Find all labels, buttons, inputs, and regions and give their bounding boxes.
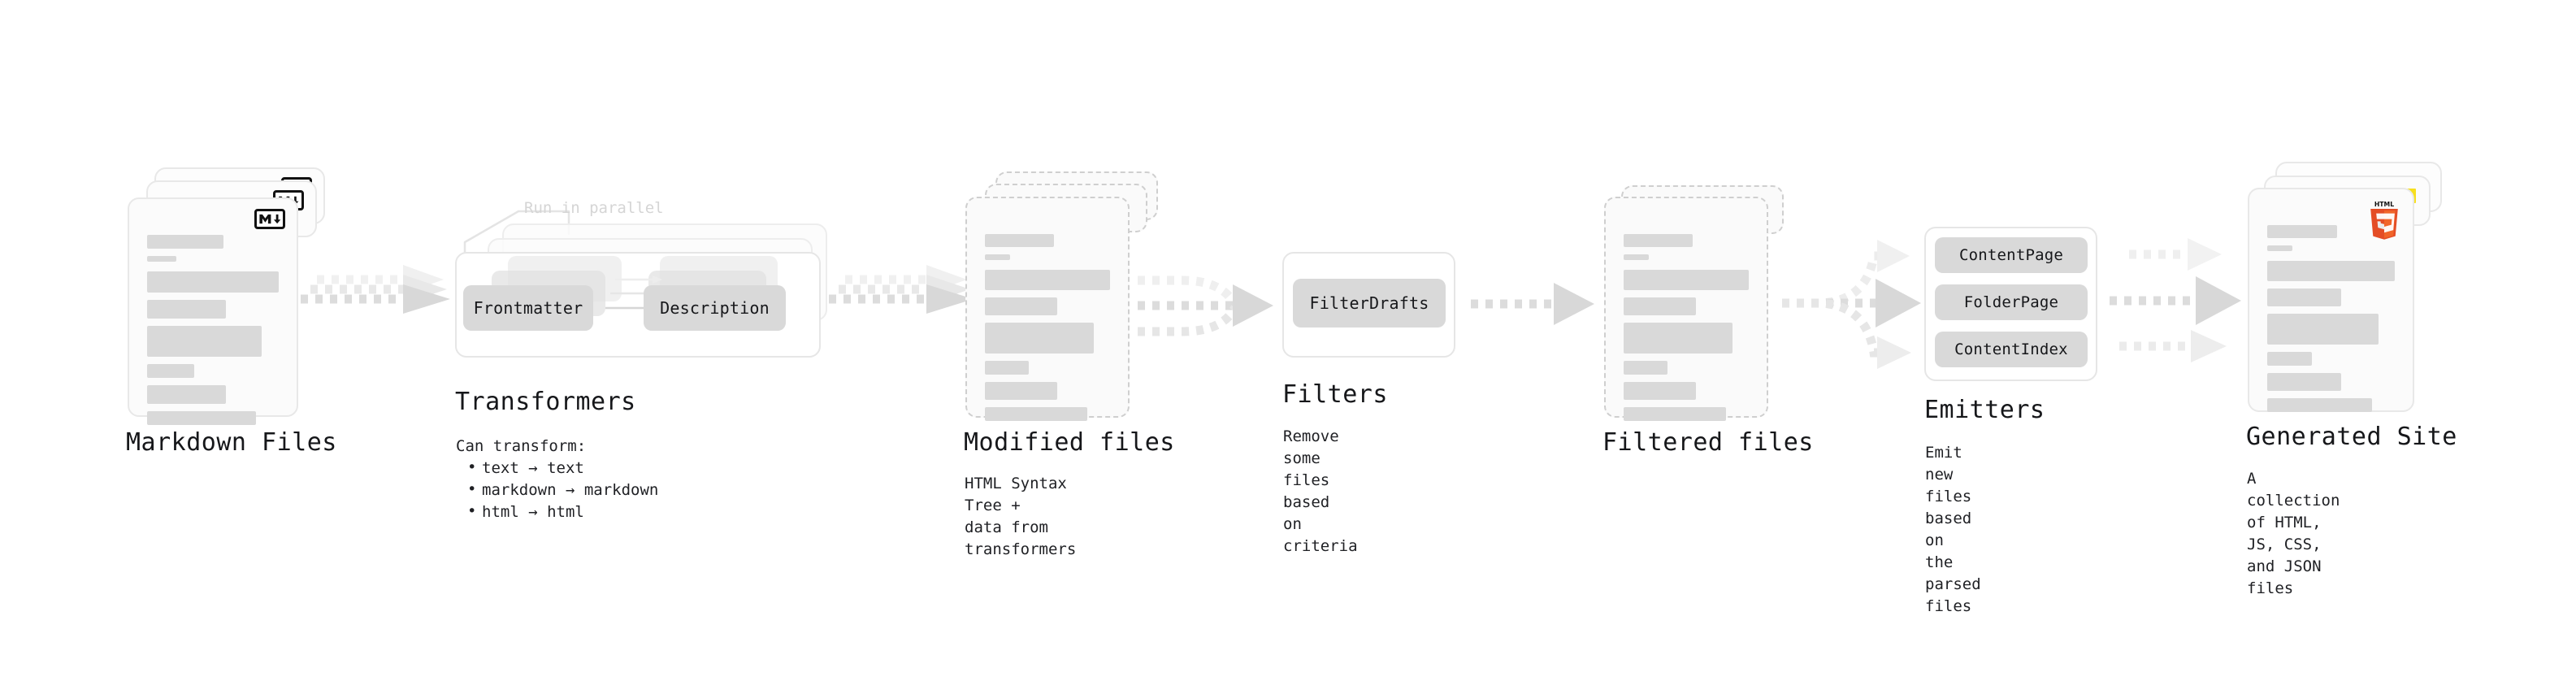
filter-chip-filterdrafts[interactable]: FilterDrafts (1293, 279, 1446, 327)
skeleton-bar (1624, 270, 1749, 290)
skeleton-bar (147, 326, 262, 357)
skeleton-bars (985, 234, 1110, 428)
stage-desc-modified-files: HTML Syntax Tree + data from transformer… (965, 475, 1077, 558)
filtered-card-front (1604, 197, 1768, 421)
skeleton-bars (2267, 225, 2395, 419)
skeleton-bar (985, 361, 1029, 375)
skeleton-bar (2267, 314, 2379, 345)
skeleton-bar (147, 271, 279, 293)
skeleton-bar (2267, 398, 2372, 412)
transform-list-item: html → html (467, 501, 658, 523)
skeleton-bar (147, 364, 195, 378)
arrow-emitters-to-generated (2110, 238, 2241, 362)
markdown-card-front (128, 197, 298, 425)
stage-title-filters: Filters (1282, 380, 1388, 409)
skeleton-bar (985, 407, 1088, 421)
skeleton-bars (147, 235, 279, 432)
skeleton-bar (1624, 361, 1667, 375)
skeleton-bar (985, 270, 1110, 290)
skeleton-bar (985, 234, 1054, 247)
skeleton-bar (147, 411, 257, 425)
skeleton-bar (2267, 225, 2338, 238)
skeleton-bar (985, 382, 1058, 400)
filter-chip-label: FilterDrafts (1309, 293, 1429, 313)
transform-list-item: text → text (467, 457, 658, 479)
transformers-capability-list: Can transform: text → text markdown → ma… (456, 436, 658, 523)
stage-title-transformers: Transformers (455, 388, 636, 416)
arrow-filters-to-filtered (1471, 283, 1594, 325)
skeleton-bar (1624, 382, 1697, 400)
skeleton-bar (2267, 261, 2395, 281)
skeleton-bar (1624, 323, 1733, 354)
skeleton-bar (2267, 373, 2342, 391)
emitter-chip-label: ContentPage (1958, 246, 2064, 264)
skeleton-bar (985, 254, 1010, 260)
transform-list-item: markdown → markdown (467, 479, 658, 501)
transformer-chip-label: Frontmatter (473, 298, 583, 318)
arrow-transformers-to-modified (829, 265, 974, 314)
run-in-parallel-bracket (463, 210, 570, 265)
skeleton-bar (147, 256, 176, 262)
html5-badge-icon: HTML (2367, 201, 2401, 240)
skeleton-bar (2267, 352, 2312, 366)
arrow-markdown-to-transformers (301, 265, 450, 314)
skeleton-bar (147, 300, 227, 319)
transform-list: text → text markdown → markdown html → h… (456, 457, 658, 523)
stage-desc-emitters: Emit new files based on the parsed files (1925, 444, 1981, 615)
skeleton-bars (1624, 234, 1749, 428)
stage-desc-generated-site: A collection of HTML, JS, CSS, and JSON … (2247, 470, 2340, 597)
svg-text:HTML: HTML (2374, 201, 2394, 208)
emitter-chip-contentindex[interactable]: ContentIndex (1935, 332, 2088, 367)
generated-card-front-html: HTML (2248, 188, 2414, 412)
skeleton-bar (147, 235, 223, 249)
stage-title-modified-files: Modified files (964, 428, 1175, 457)
stage-title-generated-site: Generated Site (2246, 423, 2457, 451)
skeleton-bar (985, 323, 1094, 354)
stage-desc-filters: Remove some files based on criteria (1283, 427, 1358, 555)
emitter-chip-label: ContentIndex (1954, 340, 2068, 358)
markdown-badge-icon (254, 209, 285, 229)
skeleton-bar (985, 297, 1058, 315)
emitter-chip-folderpage[interactable]: FolderPage (1935, 284, 2088, 320)
skeleton-bar (1624, 234, 1693, 247)
run-in-parallel-label: Run in parallel (524, 199, 664, 217)
skeleton-bar (1624, 407, 1727, 421)
skeleton-bar (2267, 288, 2342, 306)
transformer-chip-label: Description (660, 298, 770, 318)
stage-title-filtered-files: Filtered files (1602, 428, 1814, 457)
stage-title-markdown-files: Markdown Files (126, 428, 337, 457)
transform-list-head: Can transform: (456, 437, 587, 455)
emitter-chip-label: FolderPage (1963, 293, 2059, 311)
skeleton-bar (1624, 254, 1649, 260)
transformer-chip-frontmatter[interactable]: Frontmatter (463, 285, 593, 331)
emitter-chip-contentpage[interactable]: ContentPage (1935, 237, 2088, 273)
transformer-chip-description[interactable]: Description (644, 285, 786, 331)
arrow-modified-to-filters-converging (1138, 275, 1273, 336)
skeleton-bar (1624, 297, 1697, 315)
skeleton-bar (147, 385, 227, 404)
arrow-filtered-to-emitters-diverging (1782, 240, 1921, 369)
skeleton-bar (2267, 245, 2293, 251)
stage-title-emitters: Emitters (1924, 396, 2045, 424)
modified-card-front (965, 197, 1130, 421)
